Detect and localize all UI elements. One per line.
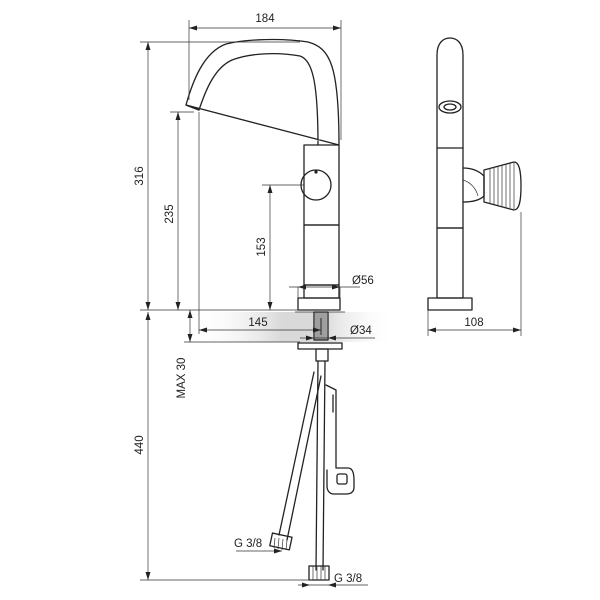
label-height-total: 316 — [134, 166, 146, 185]
label-width-total: 184 — [255, 13, 275, 25]
spout-outline — [185, 38, 340, 146]
lower-body — [303, 224, 340, 286]
side-spout — [436, 37, 464, 149]
mounting-washer — [297, 342, 343, 350]
supply-connector — [308, 565, 330, 581]
front-view-faucet — [185, 38, 355, 581]
deck-shading — [190, 312, 395, 342]
label-base-diameter: Ø56 — [352, 275, 374, 287]
lever-knob-center — [314, 170, 318, 174]
dimension-lines — [140, 20, 522, 588]
mounting-rod — [315, 360, 319, 571]
base-neck — [303, 284, 340, 299]
flexible-hose — [278, 371, 322, 541]
label-supply-connection: G 3/8 — [334, 573, 362, 585]
side-handle — [483, 161, 522, 211]
lever-knob — [300, 169, 332, 201]
hose-clip — [325, 384, 355, 495]
side-lower-body — [436, 227, 464, 299]
label-spout-height: 235 — [164, 204, 176, 223]
side-aerator — [438, 100, 462, 114]
label-hose-connection: G 3/8 — [234, 538, 262, 550]
base-plate — [297, 297, 341, 311]
label-side-depth: 108 — [464, 317, 483, 329]
side-view-faucet — [427, 37, 522, 311]
label-reach: 145 — [248, 317, 267, 329]
side-handle-neck — [462, 167, 485, 203]
hose-clip-slot — [336, 473, 348, 485]
label-max-deck: MAX 30 — [176, 358, 188, 399]
label-lever-height: 153 — [256, 237, 268, 256]
shank — [313, 311, 329, 341]
side-upper-body — [436, 147, 464, 229]
upper-body — [303, 144, 340, 226]
mounting-nut — [315, 348, 329, 362]
spout-tip — [185, 104, 200, 111]
label-hose-length: 440 — [134, 435, 146, 454]
side-base — [427, 297, 473, 311]
label-hole-diameter: Ø34 — [350, 325, 372, 337]
hose-connector — [269, 532, 293, 551]
